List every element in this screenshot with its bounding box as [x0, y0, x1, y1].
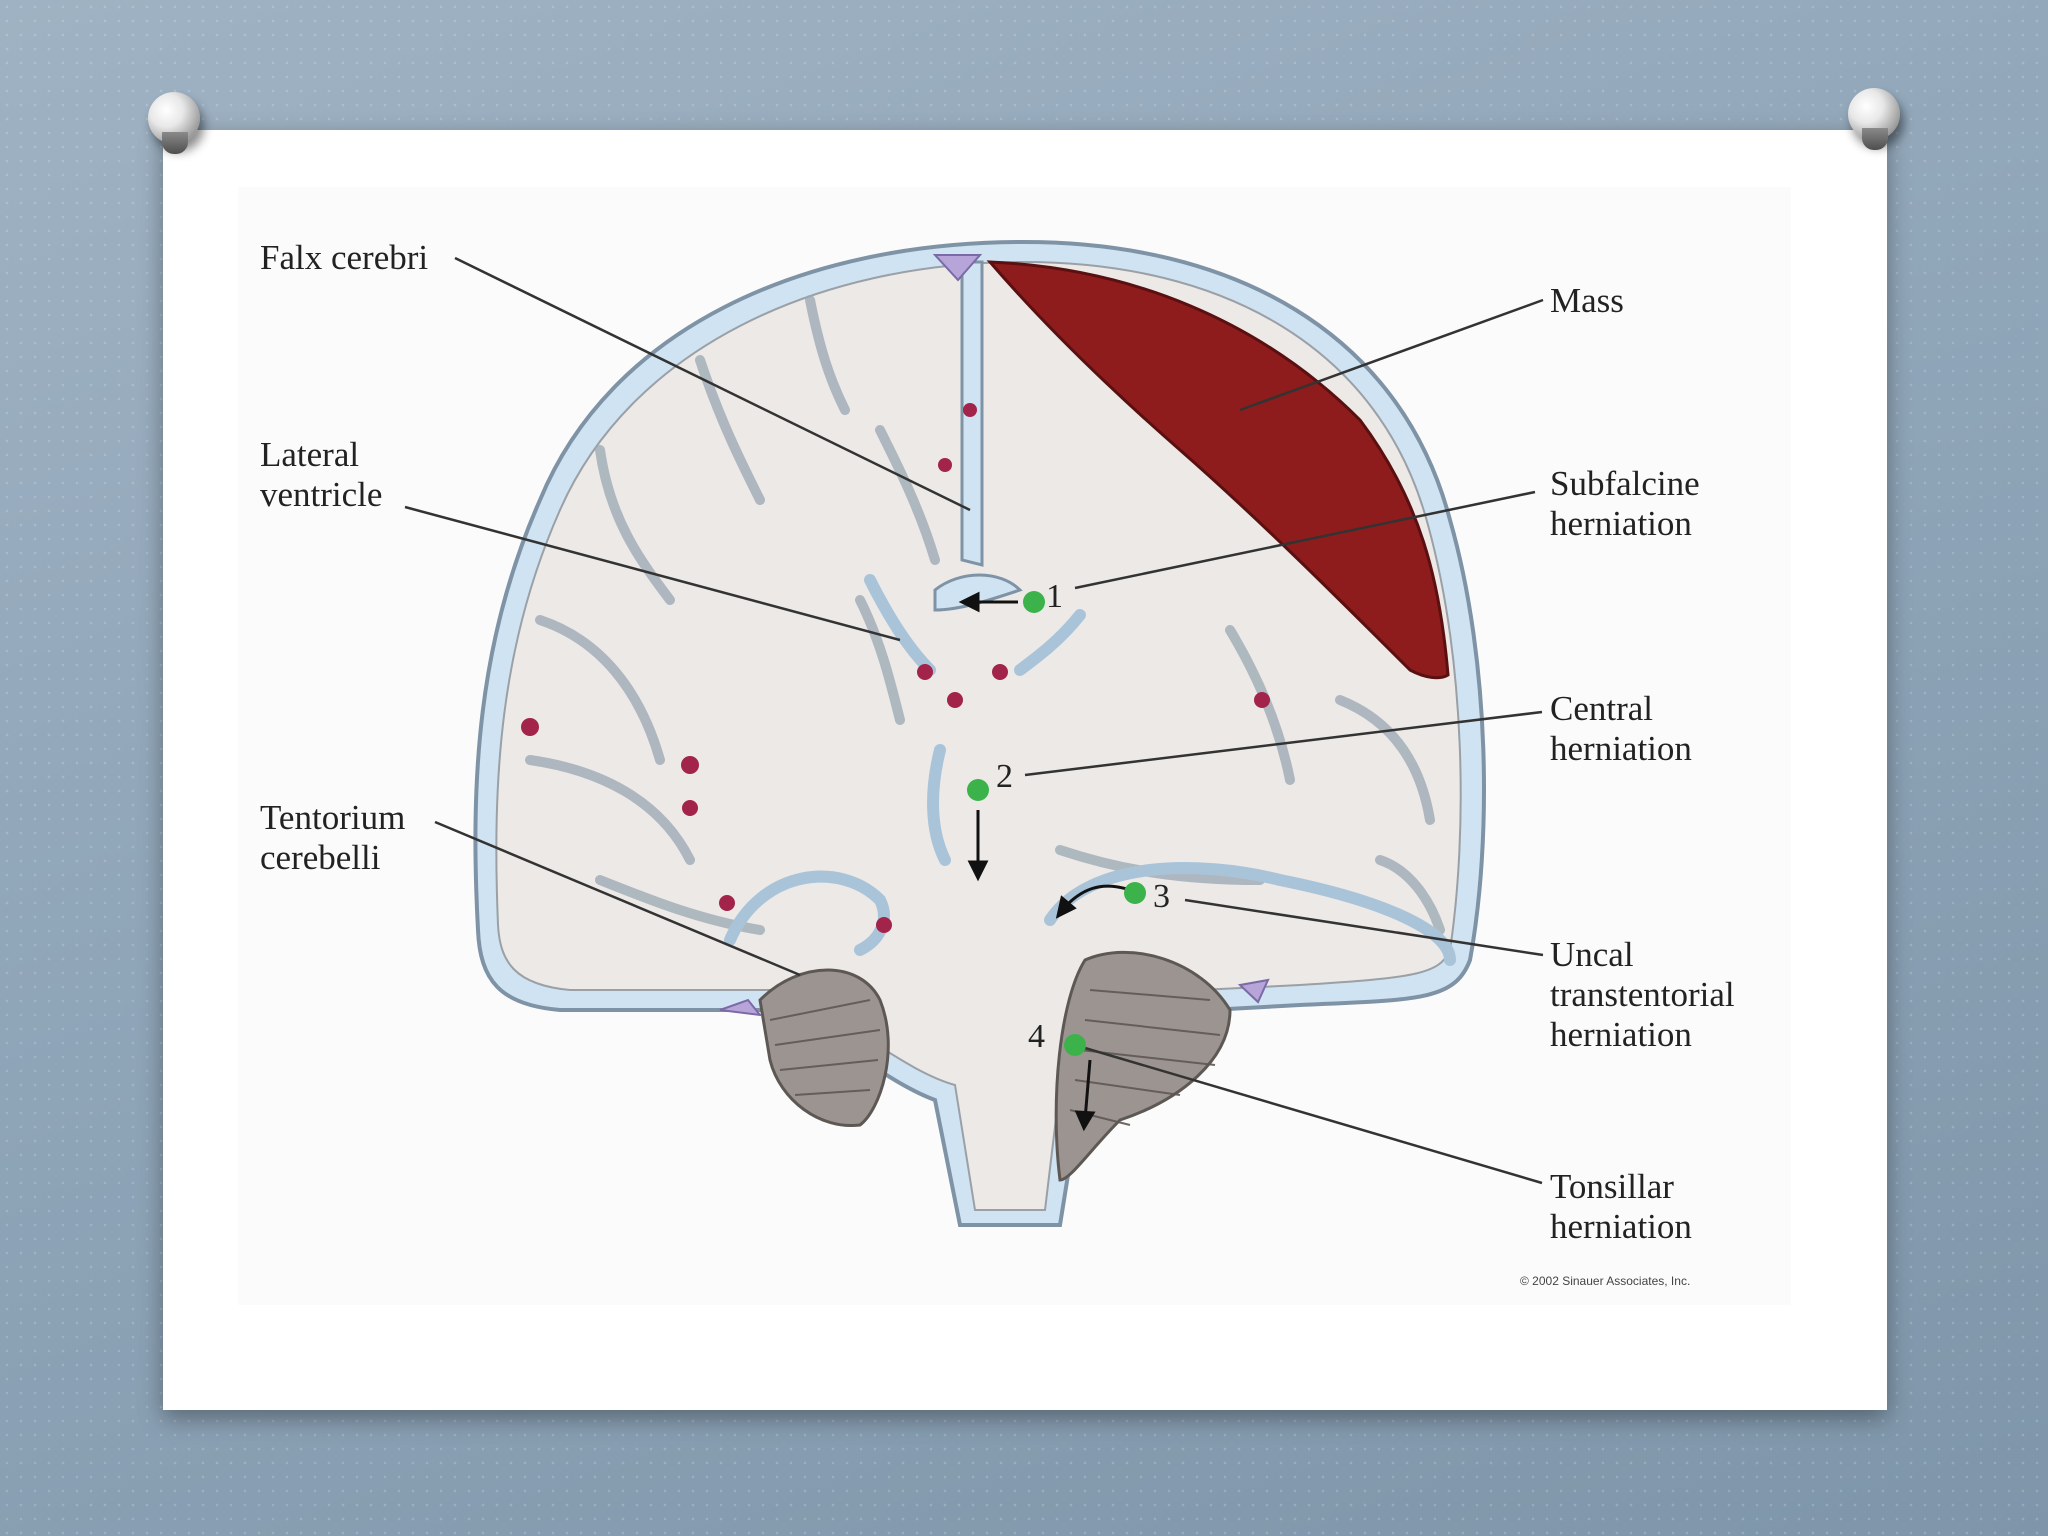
label-tentorium-line1: Tentorium [260, 798, 406, 837]
label-tonsillar-line2: herniation [1550, 1207, 1692, 1246]
leader-tentorium [434, 820, 801, 977]
label-lateral-ventricle-line2: ventricle [260, 475, 383, 514]
lateral-ventricle-shape [933, 573, 1023, 612]
mass-region [986, 260, 1450, 680]
label-lateral-ventricle-line1: Lateral [260, 435, 360, 474]
leader-uncal [1184, 898, 1544, 957]
label-subfalcine-line2: herniation [1550, 504, 1692, 543]
copyright-notice: © 2002 Sinauer Associates, Inc. [1520, 1274, 1691, 1288]
pushpin-right-icon [1848, 88, 1900, 150]
pushpin-left-icon [148, 92, 200, 154]
label-central-line1: Central [1550, 689, 1654, 728]
marker-4 [1064, 1034, 1086, 1056]
label-tonsillar-line1: Tonsillar [1550, 1167, 1674, 1206]
brain-tissue [495, 260, 1462, 1211]
arrow-4-icon [1083, 1059, 1092, 1121]
label-falx-cerebri: Falx cerebri [260, 238, 429, 277]
marker-number-4: 4 [1028, 1018, 1045, 1055]
label-uncal-line3: herniation [1550, 1015, 1692, 1054]
leader-mass [1239, 298, 1544, 412]
marker-2 [967, 779, 989, 801]
marker-1 [1023, 591, 1045, 613]
label-subfalcine-line1: Subfalcine [1550, 464, 1700, 503]
leader-lateral-ventricle [404, 505, 901, 642]
sinus [932, 254, 983, 282]
marker-number-2: 2 [996, 758, 1013, 795]
leader-central [1024, 710, 1543, 777]
label-central-line2: herniation [1550, 729, 1692, 768]
label-uncal-line2: transtentorial [1550, 975, 1735, 1014]
leader-tonsillar [1084, 1046, 1543, 1185]
marker-number-3: 3 [1153, 878, 1170, 915]
tentorium-left [724, 870, 890, 956]
label-uncal-line1: Uncal [1550, 935, 1634, 974]
leader-falx [454, 256, 971, 512]
label-mass: Mass [1550, 281, 1624, 320]
label-tentorium-line2: cerebelli [260, 838, 381, 877]
marker-3 [1124, 882, 1146, 904]
leader-subfalcine [1074, 490, 1536, 590]
marker-number-1: 1 [1046, 578, 1063, 615]
tentorium-right [1044, 862, 1456, 966]
